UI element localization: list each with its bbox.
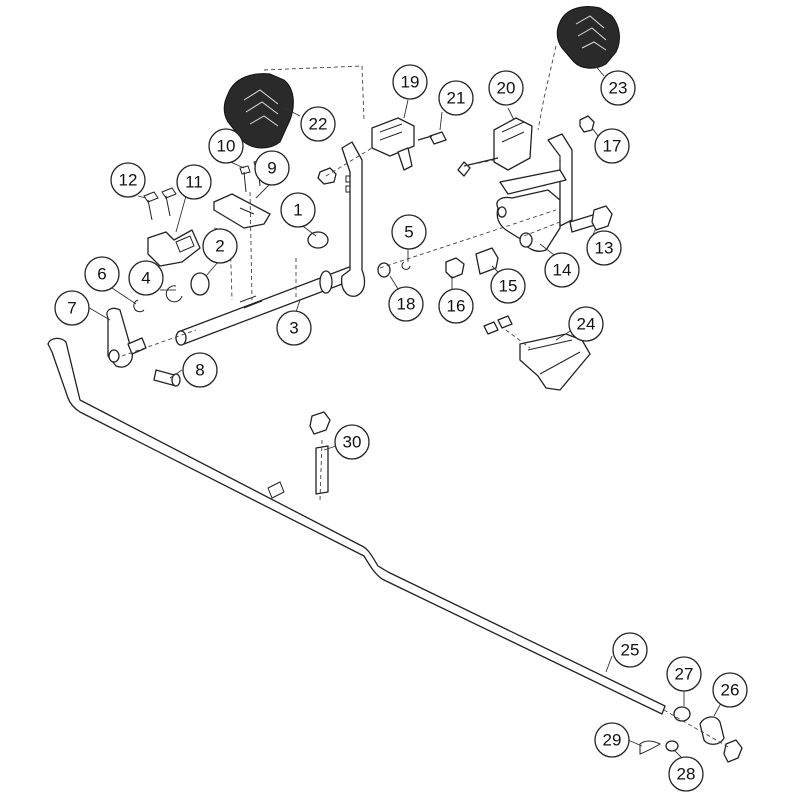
bolt-13	[569, 205, 613, 233]
callout-11: 11	[176, 164, 212, 200]
callout-2: 2	[202, 228, 238, 264]
callout-28: 28	[668, 756, 704, 792]
callout-13: 13	[586, 230, 622, 266]
callout-21: 21	[438, 80, 474, 116]
clamp-20	[493, 117, 533, 171]
callout-3: 3	[276, 310, 312, 346]
callout-24: 24	[568, 306, 604, 342]
callout-number: 19	[401, 73, 420, 92]
callout-number: 7	[67, 299, 76, 318]
callout-30: 30	[334, 424, 370, 460]
callout-number: 16	[447, 297, 466, 316]
main-shaft	[175, 265, 359, 346]
bolt-8	[153, 369, 181, 387]
callout-1: 1	[280, 192, 316, 228]
callout-number: 5	[404, 223, 413, 242]
pedal-pad-23	[556, 6, 620, 69]
callout-9: 9	[254, 150, 290, 186]
callout-number: 24	[577, 315, 596, 334]
callout-18: 18	[388, 286, 424, 322]
alignment-lines	[121, 45, 731, 749]
callout-20: 20	[488, 70, 524, 106]
callout-6: 6	[84, 256, 120, 292]
callout-number: 8	[195, 361, 204, 380]
callout-5: 5	[391, 214, 427, 250]
callout-17: 17	[594, 128, 630, 164]
callout-number: 15	[499, 277, 518, 296]
pedal-pad-22	[223, 73, 294, 149]
callout-number: 3	[289, 319, 298, 338]
callout-19: 19	[392, 64, 428, 100]
callout-number: 21	[447, 89, 466, 108]
callout-number: 12	[119, 171, 138, 190]
long-rod	[47, 337, 666, 715]
callout-12: 12	[110, 162, 146, 198]
callout-22: 22	[300, 106, 336, 142]
callout-10: 10	[208, 128, 244, 164]
callout-29: 29	[594, 722, 630, 758]
right-bracket	[496, 133, 573, 252]
callout-number: 10	[217, 137, 236, 156]
callout-number: 20	[497, 79, 516, 98]
callout-number: 29	[603, 731, 622, 750]
callout-27: 27	[666, 656, 702, 692]
callout-8: 8	[182, 352, 218, 388]
callout-26: 26	[712, 672, 748, 708]
callout-number: 4	[141, 269, 150, 288]
clamp-19	[371, 117, 415, 171]
callout-25: 25	[612, 632, 648, 668]
callout-number: 11	[185, 173, 203, 192]
lever-7	[106, 307, 147, 368]
plate-9	[213, 193, 271, 229]
callout-23: 23	[600, 70, 636, 106]
callout-15: 15	[490, 268, 526, 304]
callout-14: 14	[544, 252, 580, 288]
callout-number: 30	[343, 433, 362, 452]
callout-number: 27	[675, 665, 694, 684]
callout-16: 16	[438, 288, 474, 324]
callout-number: 17	[603, 137, 622, 156]
callout-number: 22	[309, 115, 328, 134]
callout-number: 28	[677, 765, 696, 784]
callout-number: 26	[721, 681, 740, 700]
pedal-arm-left	[317, 141, 366, 297]
small-hardware	[133, 115, 743, 763]
callout-7: 7	[54, 290, 90, 326]
callout-number: 18	[397, 295, 416, 314]
bracket-11	[147, 229, 201, 267]
callout-number: 1	[293, 201, 302, 220]
callout-number: 25	[621, 641, 640, 660]
callout-number: 23	[609, 79, 628, 98]
bracket-24	[483, 315, 591, 391]
callout-number: 2	[215, 237, 224, 256]
callout-number: 13	[595, 239, 614, 258]
callout-number: 9	[267, 159, 276, 178]
callout-4: 4	[128, 260, 164, 296]
callout-number: 14	[553, 261, 572, 280]
callout-number: 6	[97, 265, 106, 284]
